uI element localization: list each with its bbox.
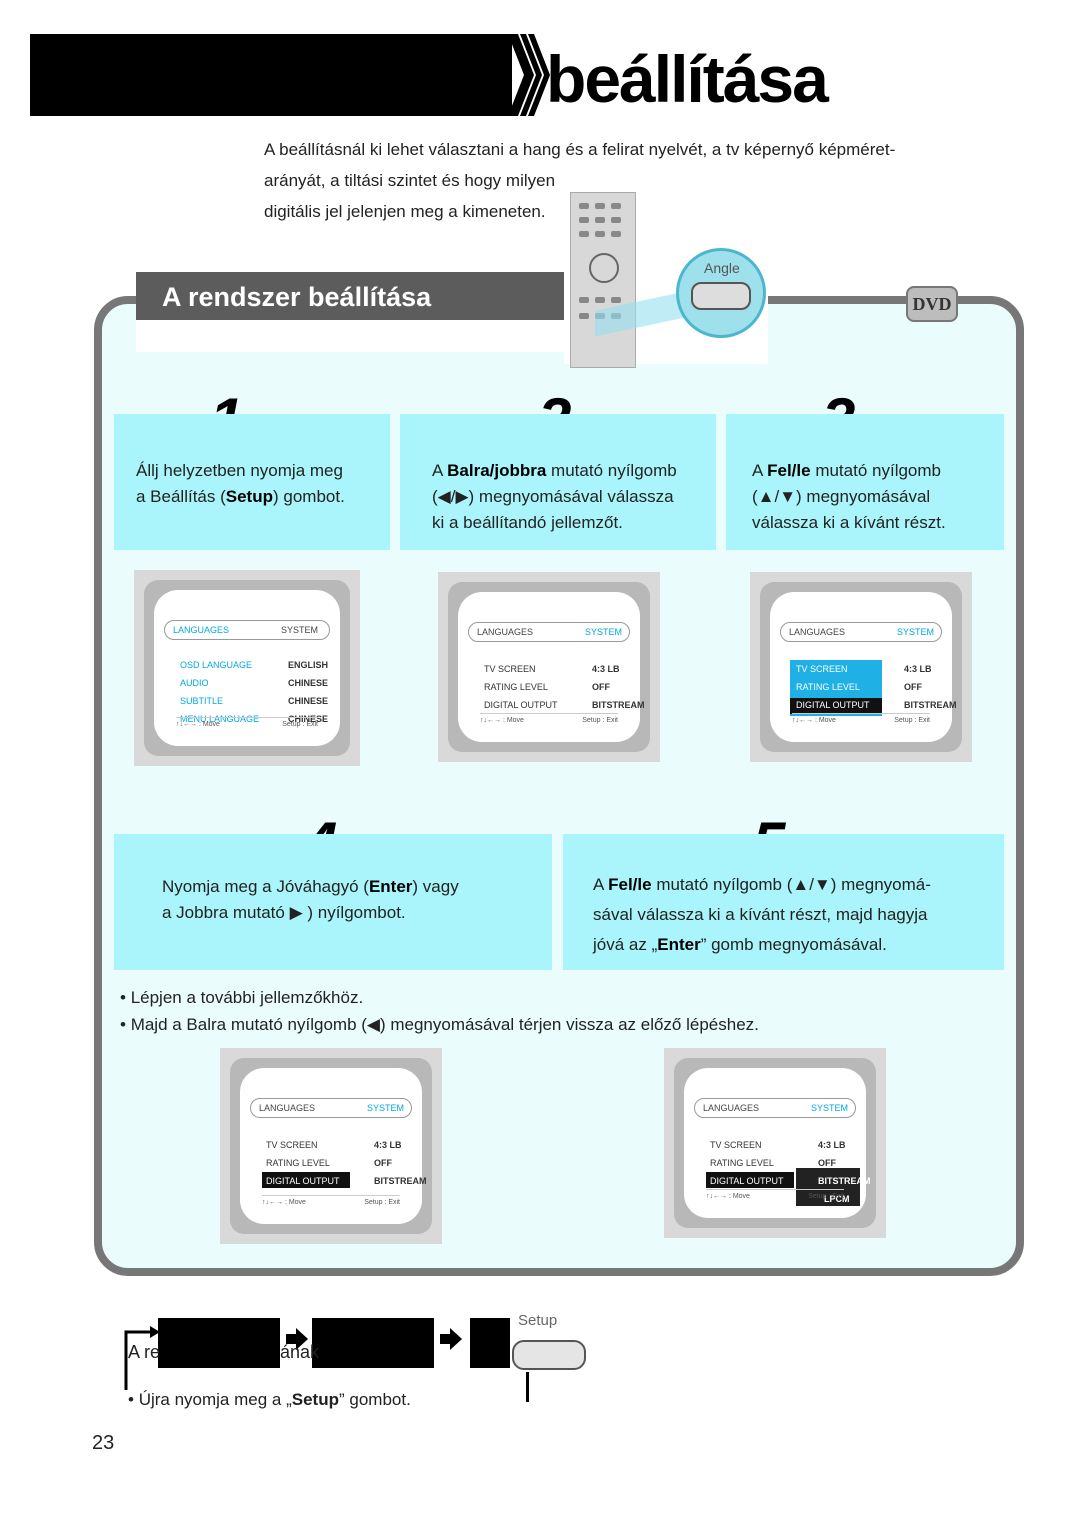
pointer-line bbox=[526, 1372, 529, 1402]
bullet-list: • Lépjen a további jellemzőkhöz. • Majd … bbox=[120, 984, 759, 1038]
intro-text: A beállításnál ki lehet választani a han… bbox=[264, 134, 984, 227]
page-number: 23 bbox=[92, 1432, 115, 1454]
step-5-line-c: jóvá az „Enter” gomb megnyomásával. bbox=[593, 935, 887, 954]
return-arrow-icon bbox=[124, 1326, 160, 1390]
intro-line-1: A beállításnál ki lehet választani a han… bbox=[264, 140, 896, 159]
step-box-5: A Fel/le mutató nyílgomb (▲/▼) megnyomá-… bbox=[563, 834, 1004, 970]
step-box-3: A Fel/le mutató nyílgomb (▲/▼) megnyomás… bbox=[726, 414, 1004, 550]
section-header-strip bbox=[136, 320, 564, 352]
title-banner bbox=[30, 34, 512, 116]
bullet-item: • Lépjen a további jellemzőkhöz. bbox=[120, 988, 364, 1007]
step-4-line-b: a Jobbra mutató ▶ ) nyílgombot. bbox=[162, 903, 406, 922]
page-title: beállítása bbox=[546, 42, 829, 116]
step-4-line-a: Nyomja meg a Jóváhagyó (Enter) vagy bbox=[162, 877, 459, 896]
step-3-line-b: (▲/▼) megnyomásával bbox=[752, 487, 931, 506]
section-title: A rendszer beállítása bbox=[162, 282, 432, 312]
footer-label-left: A re bbox=[128, 1342, 161, 1362]
setup-button-icon bbox=[512, 1340, 586, 1370]
step-2-line-b: (◀/▶) megnyomásával válassza bbox=[432, 487, 674, 506]
step-5-line-b: sával válassza ki a kívánt részt, majd h… bbox=[593, 905, 928, 924]
step-3-line-a: A Fel/le mutató nyílgomb bbox=[752, 461, 941, 480]
dvd-badge: DVD bbox=[906, 286, 958, 322]
intro-line-2: arányát, a tiltási szintet és hogy milye… bbox=[264, 171, 556, 190]
step-2-line-c: ki a beállítandó jellemzőt. bbox=[432, 513, 623, 532]
footer-instruction: • Újra nyomja meg a „Setup” gombot. bbox=[128, 1390, 411, 1409]
step-2-line-a: A Balra/jobbra mutató nyílgomb bbox=[432, 461, 677, 480]
setup-label: Setup bbox=[518, 1312, 558, 1329]
angle-label: Angle bbox=[704, 260, 740, 276]
arrow-right-icon bbox=[286, 1328, 308, 1350]
angle-button-icon bbox=[691, 282, 751, 310]
step-1-line-a: Állj helyzetben nyomja meg bbox=[136, 461, 343, 480]
step-3-line-c: válassza ki a kívánt részt. bbox=[752, 513, 946, 532]
section-header bbox=[136, 272, 564, 320]
step-box-2: A Balra/jobbra mutató nyílgomb (◀/▶) meg… bbox=[400, 414, 716, 550]
step-1-line-b: a Beállítás (Setup) gombot. bbox=[136, 487, 345, 506]
arrow-right-icon bbox=[440, 1328, 462, 1350]
remote-control-icon bbox=[570, 192, 636, 368]
intro-line-3: digitális jel jelenjen meg a kimeneten. bbox=[264, 202, 546, 221]
step-box-1: Állj helyzetben nyomja meg a Beállítás (… bbox=[114, 414, 390, 550]
bullet-item: • Majd a Balra mutató nyílgomb (◀) megny… bbox=[120, 1015, 759, 1034]
footer-tab-1 bbox=[158, 1318, 280, 1368]
step-5-line-a: A Fel/le mutató nyílgomb (▲/▼) megnyomá- bbox=[593, 875, 931, 894]
step-box-4: Nyomja meg a Jóváhagyó (Enter) vagy a Jo… bbox=[114, 834, 552, 970]
footer-tab-3 bbox=[470, 1318, 510, 1368]
footer-label-mid: ának bbox=[280, 1342, 320, 1362]
chevron-right-icon bbox=[508, 34, 550, 116]
footer-tab-2 bbox=[312, 1318, 434, 1368]
